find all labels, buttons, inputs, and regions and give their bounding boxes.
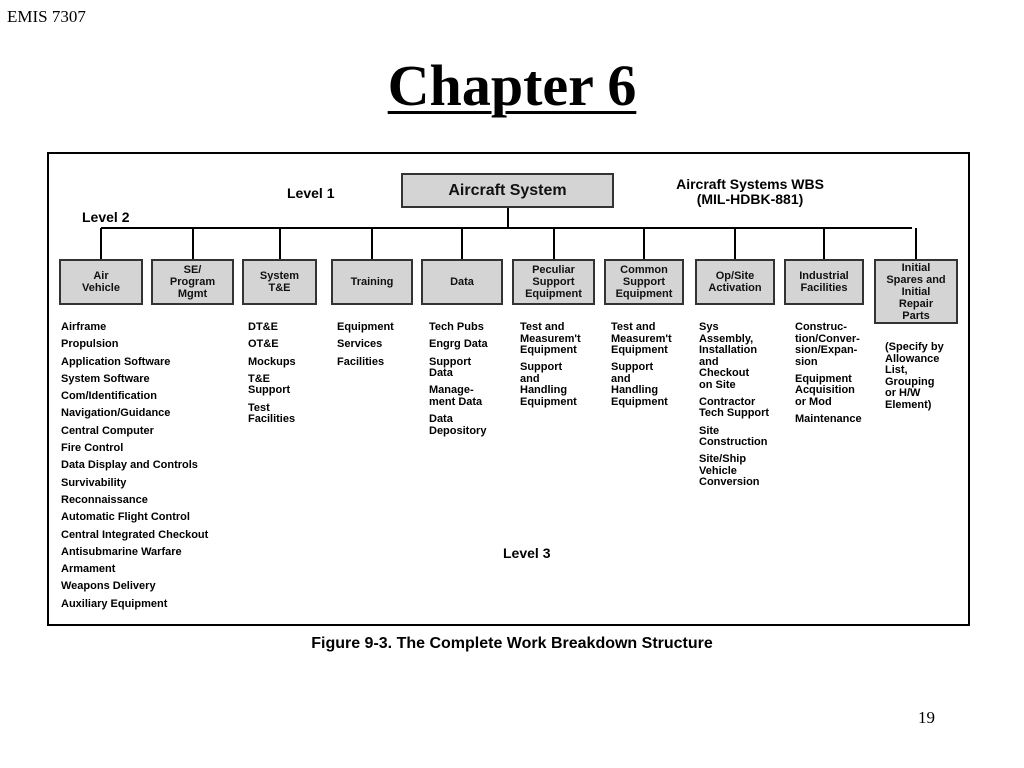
level3-list: Sys Assembly, Installation and Checkout … bbox=[699, 321, 770, 495]
level2-bus-line bbox=[101, 227, 912, 229]
level3-item: Support and Handling Equipment bbox=[611, 361, 668, 408]
level3-item: Construc- tion/Conver- sion/Expan- sion bbox=[795, 321, 860, 368]
level3-item: Tech Pubs bbox=[429, 321, 484, 333]
level3-label: Level 3 bbox=[503, 545, 551, 561]
level3-item: Test Facilities bbox=[248, 401, 296, 426]
level2-node: Peculiar Support Equipment bbox=[512, 259, 595, 305]
level3-item: Test and Measurem't Equipment bbox=[520, 321, 581, 356]
level3-item: T&E Support bbox=[248, 372, 291, 397]
level2-node: Data bbox=[421, 259, 503, 305]
level3-item: Weapons Delivery bbox=[61, 580, 156, 593]
connector-line bbox=[371, 228, 373, 259]
level2-node: System T&E bbox=[242, 259, 317, 305]
level3-item: Manage- ment Data bbox=[429, 384, 483, 408]
slide-title: Chapter 6 bbox=[387, 53, 637, 118]
level3-item: Facilities bbox=[337, 355, 385, 368]
level1-label: Level 1 bbox=[287, 185, 335, 201]
level2-node: Air Vehicle bbox=[59, 259, 143, 305]
level3-item: Sys Assembly, Installation and Checkout … bbox=[699, 321, 758, 391]
level3-item: Reconnaissance bbox=[61, 493, 148, 506]
level3-item: Automatic Flight Control bbox=[61, 511, 190, 524]
level3-item: Equipment bbox=[337, 321, 394, 333]
level2-node: Industrial Facilities bbox=[784, 259, 864, 305]
level3-item: Services bbox=[337, 338, 383, 351]
connector-line bbox=[823, 228, 825, 259]
connector-line bbox=[734, 228, 736, 259]
level3-item: Application Software bbox=[61, 355, 171, 368]
level3-item: System Software bbox=[61, 372, 150, 385]
level3-item: Data Depository bbox=[429, 413, 487, 437]
level3-item: Antisubmarine Warfare bbox=[61, 545, 182, 558]
level3-item: Armament bbox=[61, 563, 116, 576]
level3-item: Navigation/Guidance bbox=[61, 407, 171, 420]
level2-node: Training bbox=[331, 259, 413, 305]
connector-line bbox=[552, 228, 555, 259]
connector-line bbox=[461, 228, 463, 259]
level3-item: Central Computer bbox=[61, 424, 154, 437]
level3-item: Support Data bbox=[429, 355, 472, 380]
diagram-frame bbox=[47, 152, 970, 626]
level2-node: Common Support Equipment bbox=[604, 259, 684, 305]
connector-line bbox=[278, 228, 281, 259]
connector-line bbox=[191, 228, 194, 259]
level3-item: Site/Ship Vehicle Conversion bbox=[699, 453, 760, 489]
level3-item: Equipment Acquisition or Mod bbox=[795, 372, 855, 408]
level3-item: Propulsion bbox=[61, 338, 119, 351]
level3-item: Support and Handling Equipment bbox=[520, 361, 577, 408]
level3-item: Airframe bbox=[61, 321, 107, 333]
level3-item: Maintenance bbox=[795, 413, 862, 426]
level3-item: Mockups bbox=[248, 355, 296, 368]
course-label: EMIS 7307 bbox=[7, 7, 86, 26]
root-connector bbox=[507, 208, 509, 228]
level3-item: Com/Identification bbox=[61, 390, 157, 403]
root-node: Aircraft System bbox=[401, 173, 614, 208]
level2-label: Level 2 bbox=[82, 209, 130, 225]
level3-item: Central Integrated Checkout bbox=[61, 528, 209, 541]
connector-line bbox=[915, 228, 917, 259]
level2-node: SE/ Program Mgmt bbox=[151, 259, 234, 305]
level3-item: OT&E bbox=[248, 338, 279, 351]
level2-node: Op/Site Activation bbox=[695, 259, 775, 305]
level2-node: Initial Spares and Initial Repair Parts bbox=[874, 259, 958, 324]
level3-item: Survivability bbox=[61, 476, 127, 489]
level3-list: (Specify by Allowance List, Grouping or … bbox=[885, 341, 944, 417]
connector-line bbox=[643, 228, 645, 259]
level3-item: Engrg Data bbox=[429, 338, 488, 351]
level3-item: Site Construction bbox=[699, 424, 768, 449]
level3-item: Contractor Tech Support bbox=[699, 395, 770, 420]
connector-line bbox=[100, 228, 102, 259]
level3-item: (Specify by Allowance List, Grouping or … bbox=[885, 341, 944, 411]
level3-item: DT&E bbox=[248, 321, 278, 333]
level3-item: Fire Control bbox=[61, 442, 124, 455]
figure-caption: Figure 9-3. The Complete Work Breakdown … bbox=[311, 635, 713, 652]
level3-item: Test and Measurem't Equipment bbox=[611, 321, 672, 356]
level3-item: Data Display and Controls bbox=[61, 459, 198, 472]
page-number: 19 bbox=[918, 708, 935, 727]
wbs-title: Aircraft Systems WBS (MIL-HDBK-881) bbox=[676, 176, 824, 207]
level3-item: Auxiliary Equipment bbox=[61, 597, 168, 610]
